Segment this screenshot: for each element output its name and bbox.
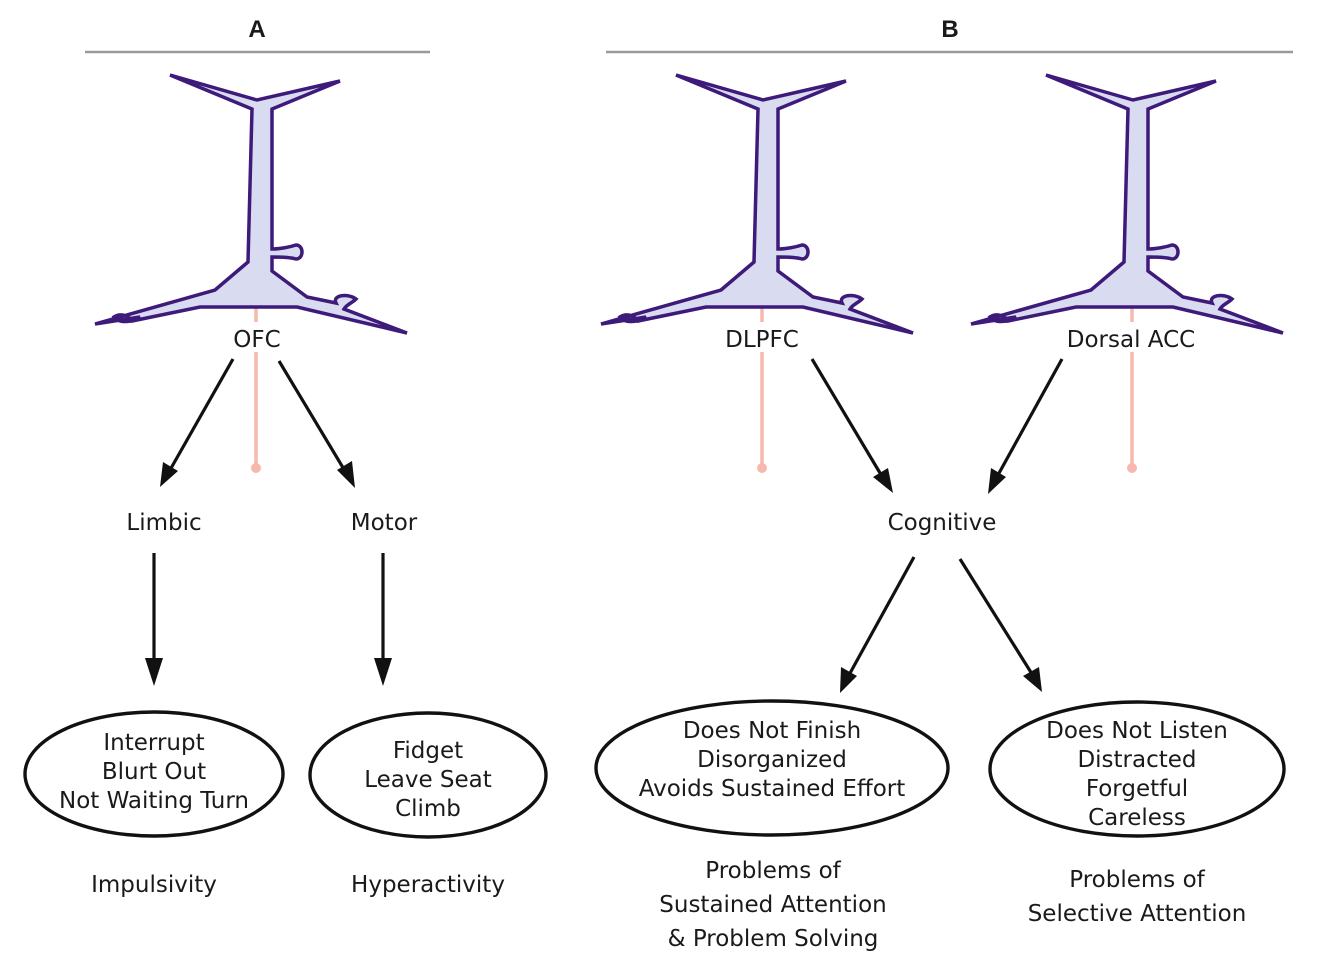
neuron-dorsal-acc	[970, 73, 1284, 335]
symptom-careless: Careless	[1088, 805, 1186, 831]
panel-a-label: A	[248, 16, 265, 43]
arrow-ofc-to-limbic	[160, 358, 235, 487]
symptom-leave-seat: Leave Seat	[364, 767, 492, 793]
neuron-body	[600, 73, 914, 335]
caption-sustained-line-2: Sustained Attention	[659, 892, 886, 918]
symptom-avoids-sustained-effort: Avoids Sustained Effort	[639, 776, 906, 802]
caption-impulsivity: Impulsivity	[91, 872, 217, 898]
caption-selective-line-1: Problems of	[1069, 867, 1205, 893]
caption-sustained-line-3: & Problem Solving	[668, 926, 879, 952]
oval-impulsivity: Interrupt Blurt Out Not Waiting Turn	[23, 710, 285, 838]
label-motor: Motor	[351, 510, 418, 536]
caption-sustained-line-1: Problems of	[705, 858, 841, 884]
caption-selective-line-2: Selective Attention	[1028, 901, 1247, 927]
label-ofc: OFC	[233, 327, 280, 353]
symptom-forgetful: Forgetful	[1086, 776, 1188, 802]
symptom-fidget: Fidget	[393, 738, 463, 764]
symptom-interrupt: Interrupt	[103, 730, 204, 756]
caption-hyperactivity: Hyperactivity	[351, 872, 505, 898]
arrow-cognitive-to-sustained	[840, 556, 916, 693]
neuron-body	[94, 73, 408, 335]
symptom-disorganized: Disorganized	[697, 747, 847, 773]
symptom-not-waiting-turn: Not Waiting Turn	[59, 788, 249, 814]
panel-b-label: B	[941, 16, 958, 43]
neuron-body	[970, 73, 1284, 335]
oval-sustained-attention: Does Not Finish Disorganized Avoids Sust…	[594, 699, 950, 837]
arrow-limbic-to-impulsivity	[145, 553, 163, 686]
neuron-dlpfc	[600, 73, 914, 335]
label-cognitive: Cognitive	[888, 510, 997, 536]
arrow-ofc-to-motor	[277, 360, 355, 488]
symptom-does-not-finish: Does Not Finish	[683, 718, 861, 744]
arrow-dlpfc-to-cognitive	[810, 358, 893, 493]
oval-selective-attention: Does Not Listen Distracted Forgetful Car…	[988, 700, 1286, 838]
panel-b-header: B	[606, 16, 1293, 54]
neuron-ofc	[94, 73, 408, 335]
label-limbic: Limbic	[126, 510, 201, 536]
arrow-dacc-to-cognitive	[988, 358, 1064, 494]
panel-a-header: A	[85, 16, 430, 54]
label-dlpfc: DLPFC	[725, 327, 799, 353]
symptom-does-not-listen: Does Not Listen	[1046, 718, 1228, 744]
symptom-distracted: Distracted	[1077, 747, 1196, 773]
symptom-climb: Climb	[395, 796, 461, 822]
oval-hyperactivity: Fidget Leave Seat Climb	[308, 711, 548, 839]
symptom-blurt-out: Blurt Out	[102, 759, 206, 785]
arrow-cognitive-to-selective	[958, 558, 1042, 692]
arrow-motor-to-hyperactivity	[374, 553, 392, 686]
label-dorsal-acc: Dorsal ACC	[1067, 327, 1195, 353]
